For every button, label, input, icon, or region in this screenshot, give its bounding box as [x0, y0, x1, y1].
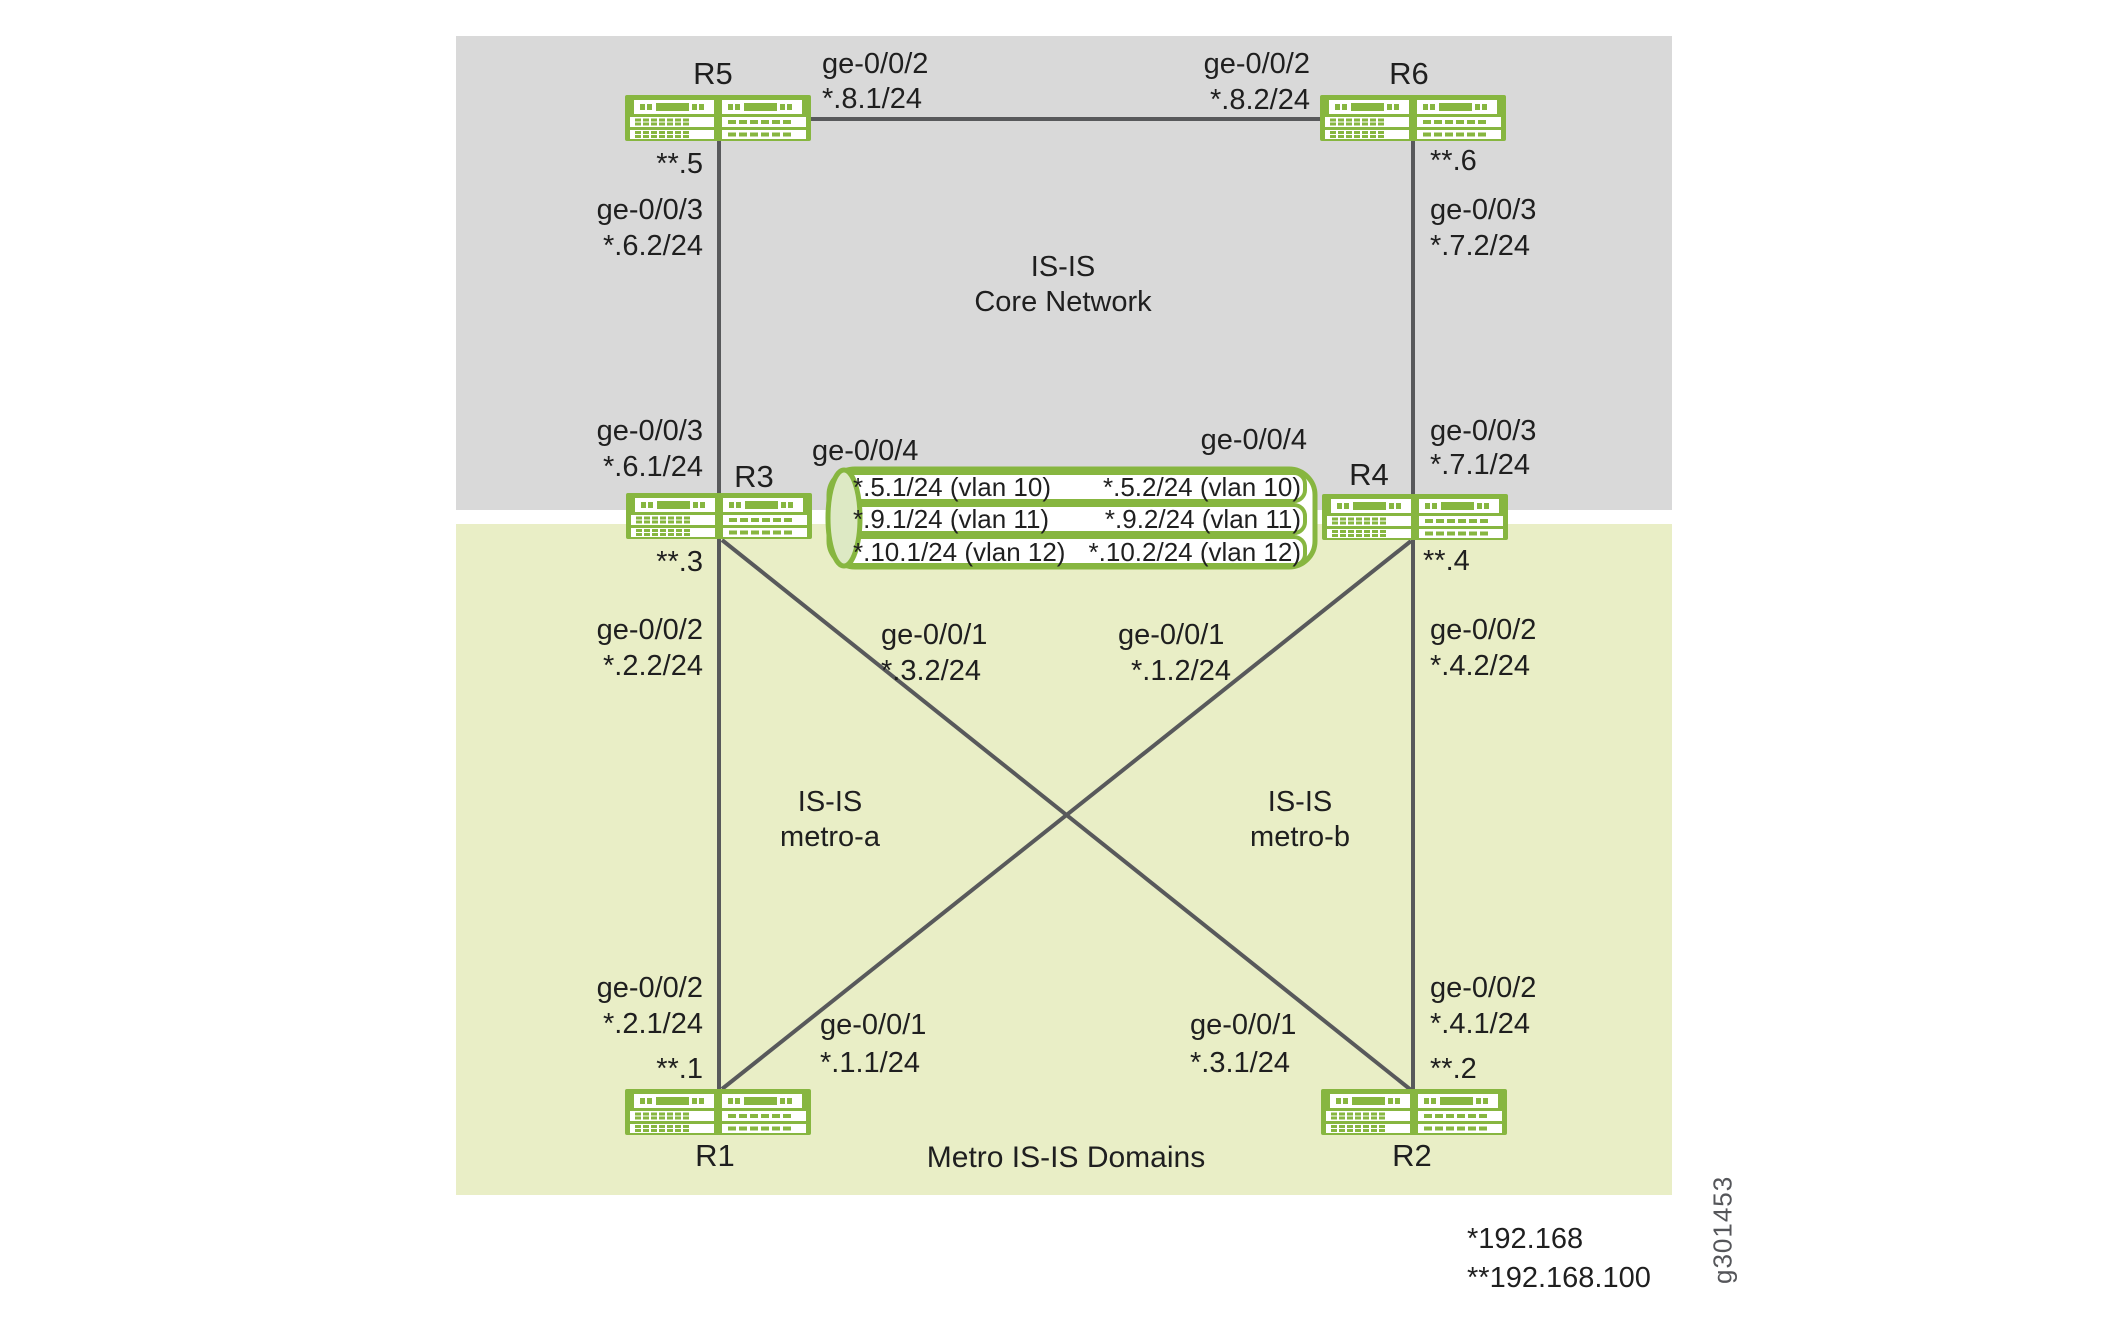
interface-label: *.1.2/24: [1131, 655, 1231, 687]
pipe-row-right-label: *.10.2/24 (vlan 12): [1088, 537, 1301, 567]
interface-label: ge-0/0/3: [1430, 194, 1537, 226]
interface-label: *.2.1/24: [603, 1008, 703, 1040]
interface-label: ge-0/0/3: [596, 415, 703, 447]
pipe-row-right-label: *.5.2/24 (vlan 10): [1102, 472, 1301, 502]
router-label-r2: R2: [1392, 1138, 1432, 1173]
interface-label: *.3.2/24: [881, 655, 981, 687]
figure-id-watermark: g301453: [1707, 1175, 1738, 1285]
router-icon-r4: [1322, 494, 1508, 540]
metro-a-line1: IS-IS: [797, 786, 863, 818]
metro-a-line2: metro-a: [780, 821, 880, 853]
router-icon-r1: [625, 1089, 811, 1135]
interface-label: ge-0/0/1: [881, 619, 988, 651]
interface-label: *.6.1/24: [603, 451, 703, 483]
interface-label: ge-0/0/1: [820, 1009, 927, 1041]
metro-domains-banner: Metro IS-IS Domains: [926, 1141, 1206, 1174]
interface-label: ge-0/0/3: [596, 194, 703, 226]
interface-label: **.6: [1430, 145, 1477, 177]
interface-label: **.2: [1430, 1053, 1477, 1085]
vlan-trunk-pipe: *.5.1/24 (vlan 10) *.5.2/24 (vlan 10) *.…: [813, 466, 1319, 570]
metro-a-title: IS-IS metro-a: [680, 785, 980, 855]
legend-double-star: **192.168.100: [1467, 1262, 1651, 1294]
interface-label: **.1: [656, 1053, 703, 1085]
interface-label: ge-0/0/2: [822, 48, 929, 80]
interface-label: *.1.1/24: [820, 1047, 920, 1079]
interface-label: ge-0/0/2: [1203, 48, 1310, 80]
interface-label: **.4: [1423, 545, 1470, 577]
router-label-r5: R5: [693, 56, 733, 91]
core-title-line1: IS-IS: [1030, 251, 1096, 283]
pipe-row-left-label: *.5.1/24 (vlan 10): [853, 472, 1052, 502]
interface-label: **.5: [656, 148, 703, 180]
router-icon-r3: [626, 493, 812, 539]
router-label-r1: R1: [695, 1138, 735, 1173]
pipe-row-left-label: *.9.1/24 (vlan 11): [853, 504, 1050, 534]
interface-label: *.8.1/24: [822, 83, 922, 115]
router-icon-r6: [1320, 95, 1506, 141]
interface-label: *.2.2/24: [603, 650, 703, 682]
router-icon-r5: [625, 95, 811, 141]
interface-label: *.4.1/24: [1430, 1008, 1530, 1040]
interface-label: *.4.2/24: [1430, 650, 1530, 682]
metro-b-line1: IS-IS: [1267, 786, 1333, 818]
interface-label: *.6.2/24: [603, 230, 703, 262]
router-icon-r2: [1321, 1089, 1507, 1135]
interface-label: ge-0/0/2: [596, 972, 703, 1004]
interface-label: ge-0/0/2: [1430, 972, 1537, 1004]
interface-label: *.3.1/24: [1190, 1047, 1290, 1079]
router-label-r4: R4: [1349, 457, 1389, 492]
pipe-row-left-label: *.10.1/24 (vlan 12): [853, 537, 1066, 567]
interface-label: ge-0/0/1: [1118, 619, 1225, 651]
legend-star: *192.168: [1467, 1223, 1584, 1255]
address-legend: *192.168 **192.168.100: [1467, 1220, 1651, 1298]
router-label-r3: R3: [734, 459, 774, 494]
interface-label: ge-0/0/4: [812, 435, 919, 467]
interface-label: **.3: [656, 546, 703, 578]
pipe-row-right-label: *.9.2/24 (vlan 11): [1104, 504, 1301, 534]
interface-label: ge-0/0/1: [1190, 1009, 1297, 1041]
interface-label: ge-0/0/2: [596, 614, 703, 646]
interface-label: ge-0/0/2: [1430, 614, 1537, 646]
router-label-r6: R6: [1389, 56, 1429, 91]
interface-label: *.7.2/24: [1430, 230, 1530, 262]
metro-b-line2: metro-b: [1250, 821, 1350, 853]
core-title-line2: Core Network: [974, 286, 1152, 318]
interface-label: ge-0/0/4: [1200, 424, 1307, 456]
interface-label: *.7.1/24: [1430, 449, 1530, 481]
interface-label: *.8.2/24: [1210, 84, 1310, 116]
core-region-title: IS-IS Core Network: [913, 250, 1213, 320]
interface-label: ge-0/0/3: [1430, 415, 1537, 447]
metro-b-title: IS-IS metro-b: [1150, 785, 1450, 855]
